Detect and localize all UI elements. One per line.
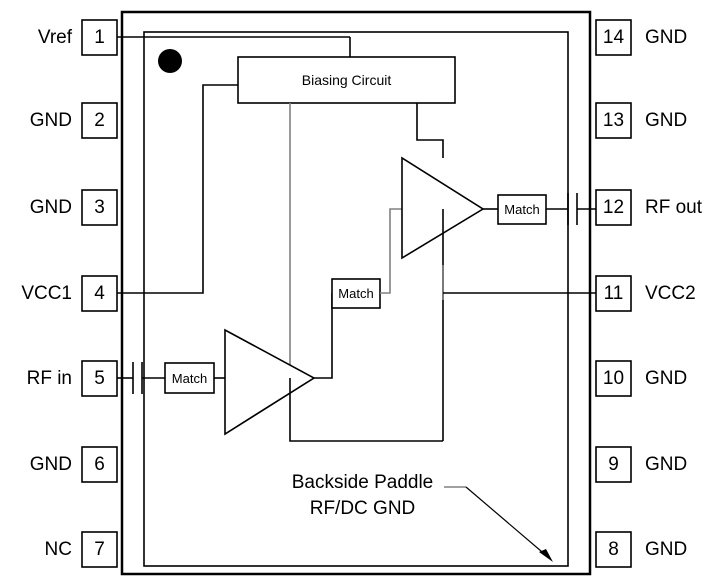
pin-number-12[interactable]: 12 — [602, 197, 625, 218]
pin-label-rf-out: RF out — [645, 197, 703, 218]
pin-number-4[interactable]: 4 — [94, 283, 105, 304]
pin1-dot-icon — [158, 49, 182, 73]
match-interstage-label: Match — [338, 286, 374, 301]
pin-label-rf-in: RF in — [26, 368, 72, 389]
pin-box-1[interactable] — [81, 19, 118, 56]
pin-number-14[interactable]: 14 — [602, 27, 625, 48]
pin-label-gnd-3: GND — [29, 197, 72, 218]
pin-box-11[interactable] — [595, 275, 632, 312]
net-amp1-ground-return — [289, 434, 443, 442]
pin-number-8[interactable]: 8 — [608, 539, 619, 560]
net-bias-stage2-control — [416, 103, 444, 158]
die-outline — [143, 31, 569, 567]
pin-number-3[interactable]: 3 — [94, 197, 105, 218]
paddle-leader-line — [465, 486, 549, 558]
pin-box-8[interactable] — [595, 531, 632, 568]
pin-box-6[interactable] — [81, 446, 118, 483]
pin-number-6[interactable]: 6 — [94, 454, 105, 475]
pin-box-14[interactable] — [595, 19, 632, 56]
biasing-circuit-label: Biasing Circuit — [301, 72, 392, 88]
pin-label-gnd-10: GND — [645, 368, 688, 389]
pin-box-2[interactable] — [81, 102, 118, 139]
match-input-label: Match — [171, 371, 208, 386]
pin-label-gnd-14: GND — [645, 27, 688, 48]
pin-box-4[interactable] — [81, 275, 118, 312]
pin-box-9[interactable] — [595, 446, 632, 483]
match-interstage-block[interactable] — [331, 278, 381, 309]
match-output-label: Match — [504, 202, 540, 217]
pin-box-3[interactable] — [81, 189, 118, 226]
net-vcc1-to-bias — [117, 84, 238, 294]
pin-label-gnd-13: GND — [645, 110, 688, 131]
backside-paddle-line1: Backside Paddle — [291, 472, 434, 493]
pin-label-vcc2: VCC2 — [645, 283, 696, 304]
pin-label-gnd-2: GND — [29, 110, 72, 131]
pin-number-11[interactable]: 11 — [603, 283, 624, 304]
pin-label-gnd-9: GND — [645, 454, 688, 475]
backside-paddle-line2: RF/DC GND — [309, 498, 416, 519]
pin-label-nc: NC — [44, 539, 72, 560]
net-match-interstage-to-amp2 — [380, 208, 402, 294]
pin-number-2[interactable]: 2 — [94, 110, 105, 131]
pin-number-13[interactable]: 13 — [602, 110, 625, 131]
pin-number-1[interactable]: 1 — [94, 27, 105, 48]
match-output-block[interactable] — [497, 194, 547, 225]
pin-number-7[interactable]: 7 — [94, 539, 105, 560]
amplifier-stage1-triangle[interactable] — [224, 328, 316, 436]
pin-box-13[interactable] — [595, 102, 632, 139]
pin-number-10[interactable]: 10 — [602, 368, 625, 389]
paddle-arrowhead-icon — [539, 549, 553, 562]
pin-label-vcc1: VCC1 — [21, 283, 72, 304]
pin-label-gnd-6: GND — [29, 454, 72, 475]
pin-number-9[interactable]: 9 — [608, 454, 619, 475]
pin-box-12[interactable] — [595, 189, 632, 226]
net-amp1-out-to-match — [314, 293, 333, 379]
pin-label-vref: Vref — [37, 27, 72, 48]
biasing-circuit-block[interactable] — [237, 56, 456, 104]
match-input-block[interactable] — [164, 362, 215, 394]
pin-label-gnd-8: GND — [645, 539, 688, 560]
pin-number-5[interactable]: 5 — [94, 368, 105, 389]
pin-box-10[interactable] — [595, 360, 632, 397]
pin-box-7[interactable] — [81, 531, 118, 568]
